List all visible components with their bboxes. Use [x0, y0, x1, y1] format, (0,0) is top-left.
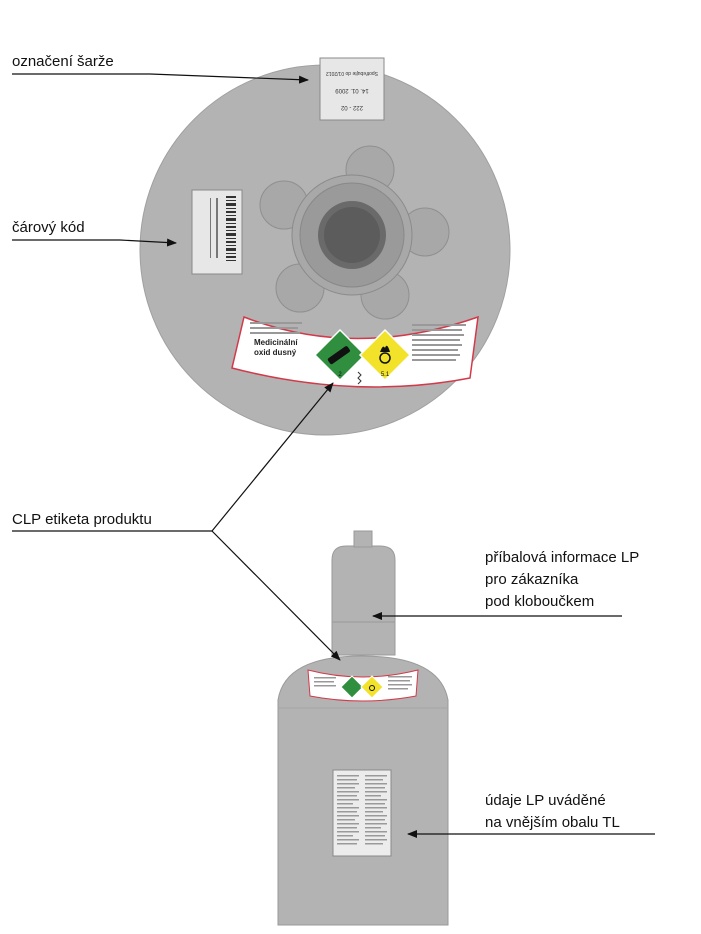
hazard-class-right: 5.1	[381, 372, 390, 378]
batch-tag-line1: Spotřebujte do 01/2012	[326, 70, 378, 76]
callout-lines	[12, 73, 655, 838]
ce-mark-icon	[357, 371, 362, 385]
label-barcode: čárový kód	[12, 219, 85, 236]
label-batch-marking: označení šarže	[12, 53, 114, 70]
clp-sticker-side	[307, 669, 419, 702]
label-clp: CLP etiketa produktu	[12, 511, 152, 528]
arrow-clp-top	[211, 382, 334, 532]
label-leaflet-1: příbalová informace LP	[485, 549, 640, 566]
outer-pack-leaflet	[332, 769, 392, 857]
cylinder-side-view	[277, 530, 449, 926]
hazard-class-left: 2	[338, 372, 342, 378]
label-outer-2: na vnějším obalu TL	[485, 814, 620, 831]
oxidizer-icon: 5.1	[358, 328, 412, 382]
label-leaflet-2: pro zákazníka	[485, 571, 579, 588]
clp-product-line1: Medicinální	[254, 338, 298, 347]
batch-tag-line3: 222 - 02	[340, 104, 363, 110]
arrow-batch	[149, 73, 309, 84]
batch-tag-line2: 14. 01. 2009	[335, 87, 369, 93]
arrow-clp-side	[211, 530, 341, 661]
clp-product-line2: oxid dusný	[254, 348, 297, 357]
label-leaflet-3: pod kloboučkem	[485, 593, 595, 610]
cylinder-top-view: Spotřebujte do 01/2012 14. 01. 2009 222 …	[139, 57, 511, 436]
clp-sticker-top: Medicinální oxid dusný 2 5.1	[231, 315, 479, 388]
label-outer-1: údaje LP uváděné	[485, 792, 606, 809]
barcode	[191, 189, 243, 275]
batch-tag: Spotřebujte do 01/2012 14. 01. 2009 222 …	[319, 57, 385, 121]
valve	[259, 145, 450, 320]
arrow-barcode	[119, 238, 177, 247]
gas-cylinder-icon: 2	[313, 328, 367, 382]
